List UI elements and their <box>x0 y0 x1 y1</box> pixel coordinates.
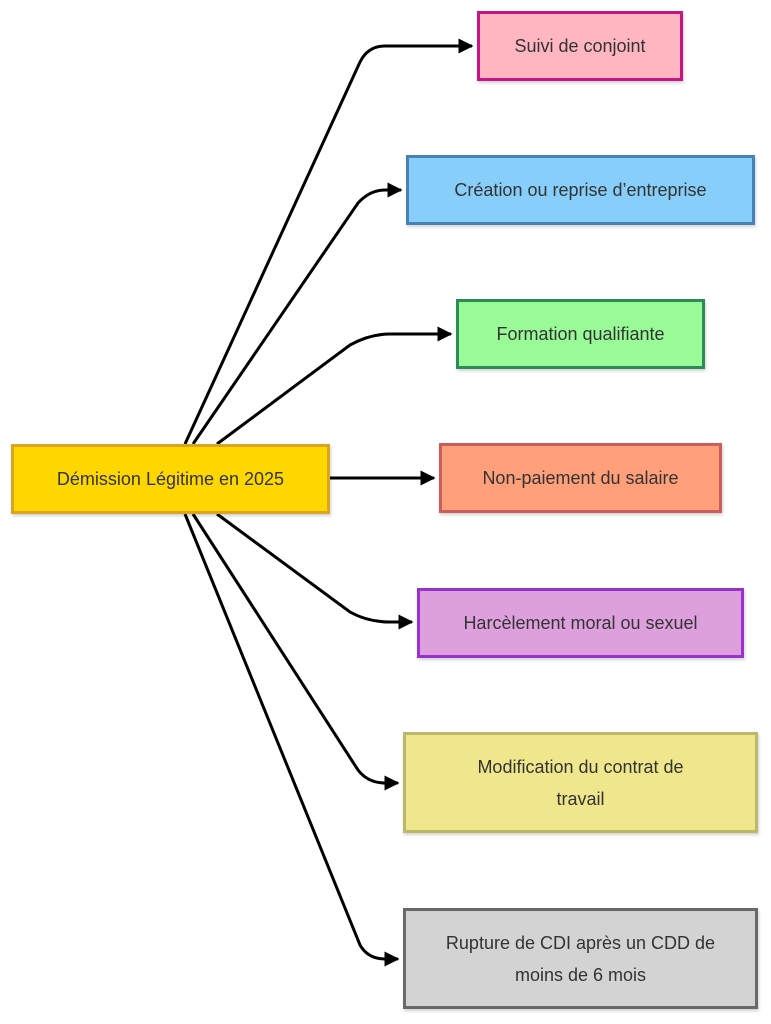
branch-node-label: Non-paiement du salaire <box>482 468 679 488</box>
branch-node-label: Rupture de CDI après un CDD de moins de … <box>445 932 716 985</box>
branch-node-suivi-de-conjoint: Suivi de conjoint <box>477 11 683 81</box>
branch-node-label: Harcèlement moral ou sexuel <box>463 613 698 633</box>
branch-node-creation-entreprise: Création ou reprise d’entreprise <box>406 155 755 225</box>
branch-node-modification-contrat: Modification du contrat de travail <box>403 732 758 833</box>
root-node-demission-legitime: Démission Légitime en 2025 <box>11 444 330 514</box>
branch-node-formation-qualifiante: Formation qualifiante <box>456 299 705 369</box>
edge-root-to-suivi-de-conjoint <box>183 38 474 445</box>
branch-node-label: Formation qualifiante <box>496 324 665 344</box>
branch-node-label: Création ou reprise d’entreprise <box>454 180 707 200</box>
edge-root-to-rupture-cdi <box>183 513 400 967</box>
edge-root-to-creation-entreprise <box>191 182 403 445</box>
branch-node-harcelement: Harcèlement moral ou sexuel <box>417 588 744 658</box>
edge-root-to-harcelement <box>216 512 414 630</box>
branch-node-rupture-cdi: Rupture de CDI après un CDD de moins de … <box>403 908 758 1009</box>
branch-node-non-paiement-salaire: Non-paiement du salaire <box>439 443 722 513</box>
root-node-label: Démission Légitime en 2025 <box>56 469 285 489</box>
branch-node-label: Modification du contrat de travail <box>477 756 684 809</box>
edge-root-to-formation-qualifiante <box>216 326 453 446</box>
branch-node-label: Suivi de conjoint <box>514 36 646 56</box>
edge-root-to-modification-contrat <box>191 513 400 791</box>
